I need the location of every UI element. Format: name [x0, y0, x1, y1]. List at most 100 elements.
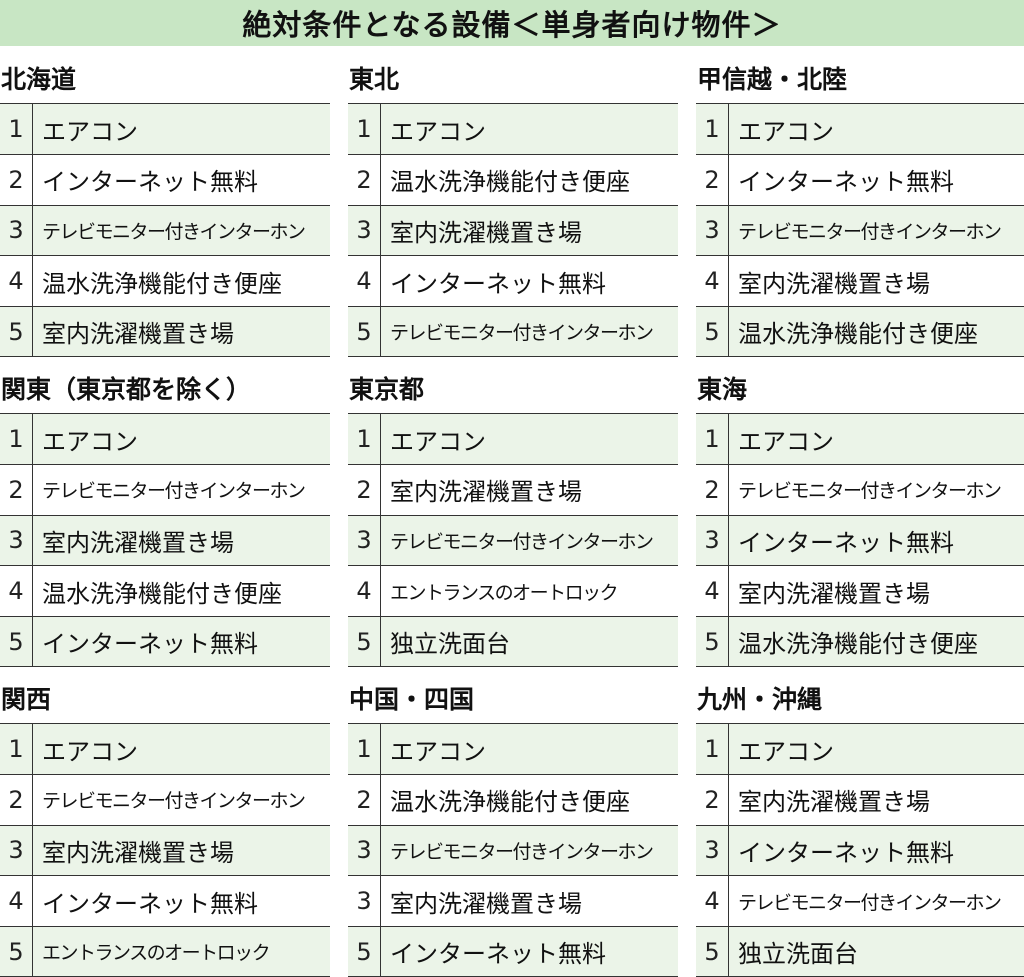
rank-number: 3 — [348, 205, 381, 257]
facility-name: インターネット無料 — [728, 825, 1024, 877]
facility-name: エアコン — [728, 104, 1024, 156]
facility-name: テレビモニター付きインターホン — [32, 205, 330, 257]
rank-number: 4 — [696, 565, 729, 617]
facility-name: インターネット無料 — [728, 154, 1024, 206]
facility-name: 温水洗浄機能付き便座 — [32, 565, 330, 617]
facility-name: 温水洗浄機能付き便座 — [728, 616, 1024, 668]
rank-number: 2 — [696, 464, 729, 516]
rank-number: 2 — [348, 774, 381, 826]
facility-name: 室内洗濯機置き場 — [32, 825, 330, 877]
rank-number: 3 — [348, 825, 381, 877]
facility-name: 室内洗濯機置き場 — [32, 306, 330, 358]
facility-name: エアコン — [32, 104, 330, 156]
facility-name: 独立洗面台 — [728, 926, 1024, 977]
facility-name: エアコン — [728, 724, 1024, 776]
rank-number: 3 — [0, 825, 33, 877]
rank-number: 1 — [696, 414, 729, 466]
rank-number: 2 — [696, 154, 729, 206]
rank-number: 3 — [696, 825, 729, 877]
region-title: 関東（東京都を除く） — [0, 362, 330, 414]
rank-number: 5 — [348, 306, 381, 358]
rank-number: 1 — [696, 724, 729, 776]
facility-name: インターネット無料 — [380, 255, 678, 307]
region-title: 東海 — [696, 362, 1024, 414]
rank-number: 3 — [696, 515, 729, 567]
rank-number: 4 — [348, 565, 381, 617]
rank-number: 3 — [348, 875, 381, 927]
facility-name: エアコン — [728, 414, 1024, 466]
facility-name: テレビモニター付きインターホン — [380, 306, 678, 358]
rank-number: 5 — [0, 616, 33, 668]
rank-number: 5 — [0, 926, 33, 977]
facility-name: 室内洗濯機置き場 — [380, 205, 678, 257]
facility-name: エアコン — [380, 724, 678, 776]
rank-number: 1 — [348, 724, 381, 776]
rank-number: 5 — [348, 926, 381, 977]
rank-number: 5 — [696, 926, 729, 977]
facility-name: インターネット無料 — [32, 154, 330, 206]
rank-number: 5 — [696, 616, 729, 668]
facility-name: エアコン — [32, 724, 330, 776]
rank-number: 1 — [0, 104, 33, 156]
rank-number: 2 — [0, 774, 33, 826]
facility-name: テレビモニター付きインターホン — [380, 515, 678, 567]
facility-name: テレビモニター付きインターホン — [32, 774, 330, 826]
rank-number: 4 — [696, 875, 729, 927]
rank-number: 3 — [696, 205, 729, 257]
facility-name: 室内洗濯機置き場 — [380, 875, 678, 927]
rank-number: 2 — [0, 154, 33, 206]
facility-name: 温水洗浄機能付き便座 — [380, 774, 678, 826]
region-title: 関西 — [0, 672, 330, 724]
rank-number: 3 — [0, 515, 33, 567]
region-title: 九州・沖縄 — [696, 672, 1024, 724]
page-title: 絶対条件となる設備＜単身者向け物件＞ — [242, 8, 782, 42]
rank-number: 2 — [348, 464, 381, 516]
rank-number: 3 — [348, 515, 381, 567]
facility-name: エントランスのオートロック — [32, 926, 330, 977]
rank-number: 4 — [348, 255, 381, 307]
rank-number: 4 — [0, 565, 33, 617]
region-title: 北海道 — [0, 52, 330, 104]
facility-name: エアコン — [32, 414, 330, 466]
facility-name: エントランスのオートロック — [380, 565, 678, 617]
